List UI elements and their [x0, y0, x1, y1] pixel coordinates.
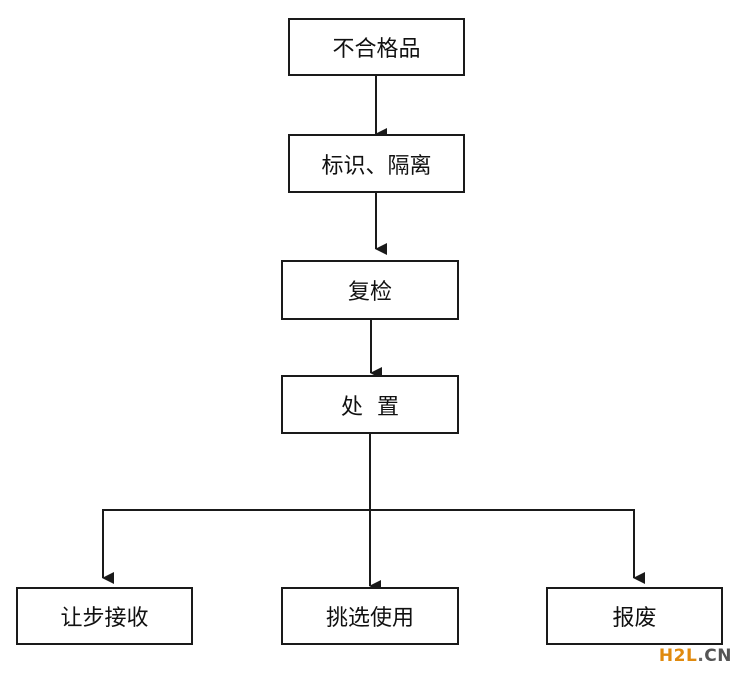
node-reinspection: 复检	[281, 260, 459, 320]
node-label: 不合格品	[332, 37, 421, 62]
node-nonconforming-product: 不合格品	[288, 18, 465, 76]
node-label: 处 置	[341, 394, 399, 420]
node-sort-and-use: 挑选使用	[281, 587, 459, 645]
watermark-logo: H2L.CN	[659, 646, 732, 666]
node-disposition: 处 置	[281, 375, 459, 434]
node-label: 让步接收	[60, 606, 149, 631]
watermark-dot: .	[697, 646, 705, 666]
watermark-brand: H2L	[658, 646, 698, 666]
node-label: 复检	[347, 280, 392, 305]
node-label: 报废	[612, 606, 657, 631]
node-scrap: 报废	[546, 587, 723, 645]
watermark-tld: CN	[704, 646, 732, 666]
node-concession-acceptance: 让步接收	[16, 587, 193, 645]
node-label: 挑选使用	[325, 606, 414, 631]
node-identify-isolate: 标识、隔离	[288, 134, 465, 193]
node-label: 标识、隔离	[321, 153, 432, 179]
